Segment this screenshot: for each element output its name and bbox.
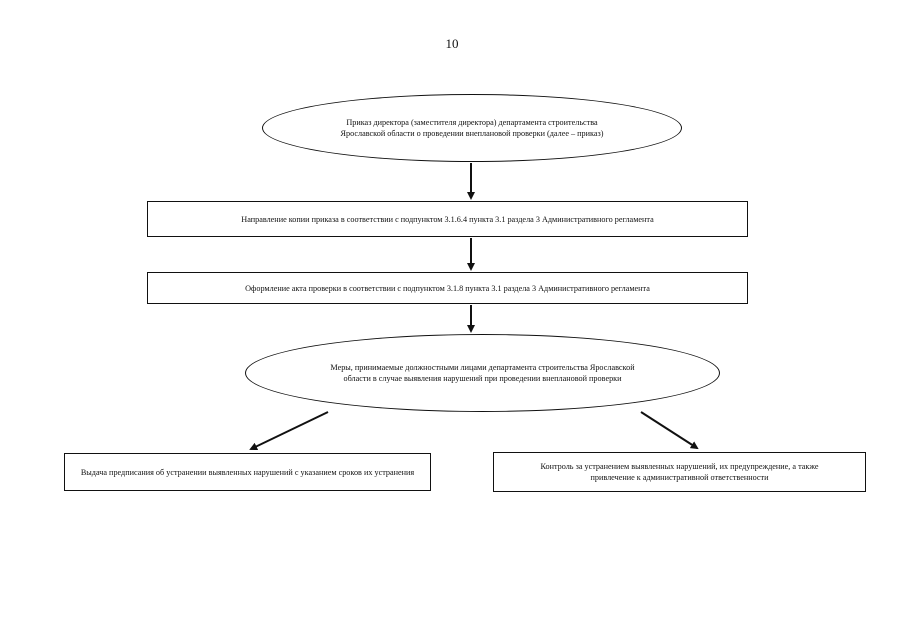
- prescription-node: Выдача предписания об устранении выявлен…: [64, 453, 431, 491]
- act-node: Оформление акта проверки в соответствии …: [147, 272, 748, 304]
- prescription-text: Выдача предписания об устранении выявлен…: [80, 467, 415, 477]
- send-copy-node: Направление копии приказа в соответствии…: [147, 201, 748, 237]
- act-text: Оформление акта проверки в соответствии …: [245, 283, 650, 293]
- send-copy-text: Направление копии приказа в соответствии…: [241, 214, 654, 224]
- order-text: Приказ директора (заместителя директора)…: [340, 118, 604, 138]
- control-text: Контроль за устранением выявленных наруш…: [540, 462, 819, 482]
- measures-text: Меры, принимаемые должностными лицами де…: [330, 363, 635, 383]
- measures-node: Меры, принимаемые должностными лицами де…: [245, 334, 720, 412]
- arrow-measures-to-control: [640, 411, 699, 450]
- arrow-measures-to-prescription: [249, 411, 329, 451]
- page-number: 10: [445, 36, 459, 51]
- order-node: Приказ директора (заместителя директора)…: [262, 94, 682, 162]
- control-node: Контроль за устранением выявленных наруш…: [493, 452, 866, 492]
